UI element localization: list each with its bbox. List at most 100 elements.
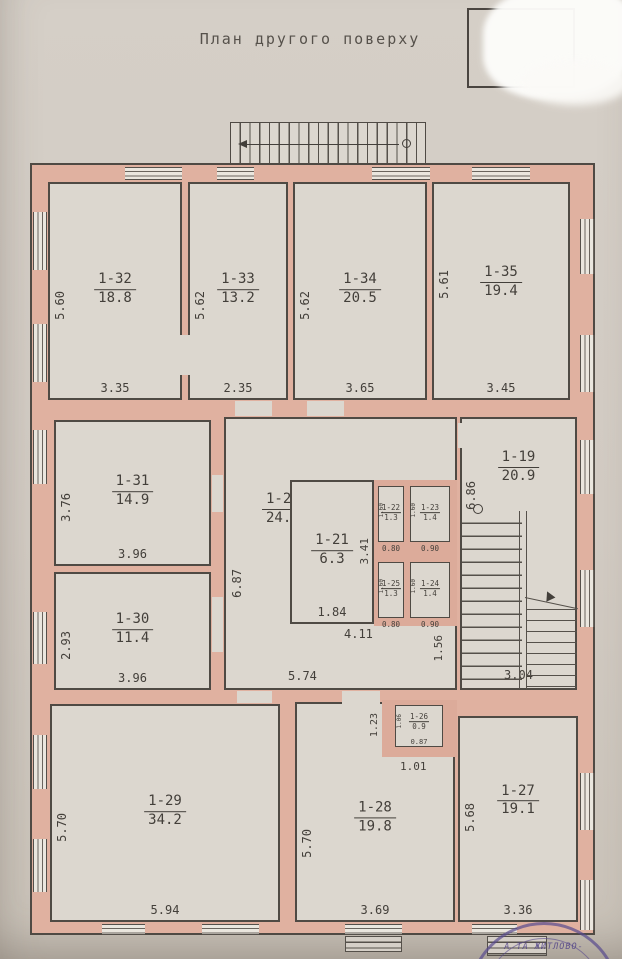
room-label: 1-27 19.1 — [497, 783, 539, 819]
dim-label: 5.70 — [300, 829, 314, 859]
room-number: 1-25 — [380, 579, 402, 590]
room-area: 1.3 — [384, 513, 398, 523]
room-1-23: 1-23 1.4 1.60 0.90 — [410, 486, 450, 553]
room-1-21: 1-21 6.3 3.41 1.84 — [290, 480, 374, 624]
window — [580, 335, 595, 392]
room-label: 1-28 19.8 — [354, 799, 396, 835]
stair-rails — [519, 511, 527, 689]
room-1-30: 1-30 11.4 2.93 3.96 — [54, 572, 211, 690]
dim-label: 0.80 — [381, 620, 401, 629]
window — [580, 773, 595, 830]
room-label: 1-29 34.2 — [144, 793, 186, 829]
room-label: 1-25 1.3 — [380, 579, 402, 599]
dim-label: 0.90 — [420, 544, 440, 553]
window — [33, 839, 47, 892]
dim-label: 3.41 — [358, 538, 371, 565]
dim-label: 5.62 — [193, 291, 207, 320]
window — [580, 880, 595, 930]
stair-direction-line — [247, 143, 399, 145]
window — [580, 570, 595, 627]
dim-label: 5.68 — [463, 802, 477, 832]
room-area: 14.9 — [115, 491, 150, 508]
window — [33, 324, 47, 382]
room-number: 1-32 — [94, 271, 136, 290]
window — [33, 212, 47, 270]
dim-label: 5.94 — [150, 903, 180, 917]
room-area: 1.4 — [423, 589, 437, 599]
room-label: 1-22 1.3 — [380, 503, 402, 523]
dim-label: 3.96 — [118, 547, 147, 561]
room-1-24: 1-24 1.4 1.60 0.90 — [410, 562, 450, 629]
window — [580, 219, 595, 274]
room-number: 1-22 — [380, 503, 402, 514]
room-label: 1-23 1.4 — [419, 503, 441, 523]
plan-title: План другого поверху — [199, 30, 421, 48]
room-label: 1-32 18.8 — [94, 271, 136, 307]
room-number: 1-26 — [408, 712, 430, 723]
dim-label: 5.74 — [288, 669, 317, 683]
room-1-25: 1-25 1.3 1.60 0.80 — [378, 562, 404, 629]
stair-treads — [462, 511, 522, 689]
room-1-22: 1-22 1.3 1.60 0.80 — [378, 486, 404, 553]
door-opening — [212, 475, 223, 512]
door-opening — [180, 335, 192, 375]
room-1-29: 1-29 34.2 5.70 5.94 — [50, 704, 280, 922]
window — [33, 735, 47, 789]
door-opening — [212, 597, 223, 652]
room-number: 1-34 — [339, 271, 381, 290]
dim-label: 3.76 — [59, 493, 73, 522]
room-area: 6.3 — [319, 550, 345, 567]
room-area: 18.8 — [98, 289, 132, 306]
dim-label: 3.35 — [100, 381, 130, 395]
dim-label: 1.84 — [317, 605, 347, 619]
building-outline: 1-32 18.8 5.60 3.35 1-33 13.2 5.62 2.35 … — [30, 163, 595, 935]
room-number: 1-28 — [354, 799, 396, 818]
room-number: 1-29 — [144, 793, 186, 812]
dim-label: 3.36 — [503, 903, 533, 917]
dim-label: 5.61 — [437, 269, 451, 299]
dim-label: 3.96 — [118, 671, 147, 685]
room-label: 1-33 13.2 — [217, 271, 259, 307]
window — [472, 167, 530, 180]
room-area: 34.2 — [148, 811, 182, 828]
room-area: 1.4 — [423, 513, 437, 523]
window — [345, 924, 402, 935]
stamp-text: А ТА ЖИТЛОВО- — [504, 942, 584, 952]
dim-label: 0.87 — [410, 738, 428, 746]
room-number: 1-19 — [497, 449, 540, 468]
door-opening — [237, 691, 272, 703]
whiteout-blob-2 — [520, 60, 622, 105]
room-label: 1-24 1.4 — [419, 579, 441, 599]
room-number: 1-21 — [311, 532, 353, 551]
dim-label: 1.60 — [378, 579, 385, 594]
dim-label: 5.60 — [53, 291, 67, 320]
room-label: 1-30 11.4 — [111, 611, 154, 647]
room-area: 11.4 — [115, 629, 150, 646]
room-1-35: 1-35 19.4 5.61 3.45 — [432, 182, 570, 400]
room-label: 1-34 20.5 — [339, 271, 381, 307]
dim-label: 1.60 — [378, 503, 385, 518]
room-1-32: 1-32 18.8 5.60 3.35 — [48, 182, 182, 400]
dim-label: 5.62 — [298, 291, 312, 320]
door-opening — [235, 401, 272, 416]
room-area: 13.2 — [221, 289, 255, 306]
room-area: 19.8 — [358, 817, 392, 834]
dim-label: 4.11 — [344, 627, 373, 641]
room-label: 1-19 20.9 — [497, 449, 540, 485]
room-area: 19.4 — [484, 282, 518, 299]
window — [472, 924, 517, 935]
room-1-34: 1-34 20.5 5.62 3.65 — [293, 182, 427, 400]
door-opening — [458, 423, 468, 448]
room-number: 1-23 — [419, 503, 441, 514]
window — [33, 612, 47, 664]
dim-label: 3.69 — [360, 903, 390, 917]
room-1-26: 1-26 0.9 1.06 0.87 — [395, 705, 443, 747]
window — [125, 167, 182, 180]
room-area: 20.9 — [501, 467, 536, 484]
room-number: 1-30 — [111, 611, 154, 630]
dim-label: 1.23 — [369, 713, 380, 738]
entrance-steps — [345, 936, 402, 952]
door-opening — [307, 401, 344, 416]
dim-label: 3.45 — [486, 381, 516, 395]
room-1-27: 1-27 19.1 5.68 3.36 — [458, 716, 578, 922]
